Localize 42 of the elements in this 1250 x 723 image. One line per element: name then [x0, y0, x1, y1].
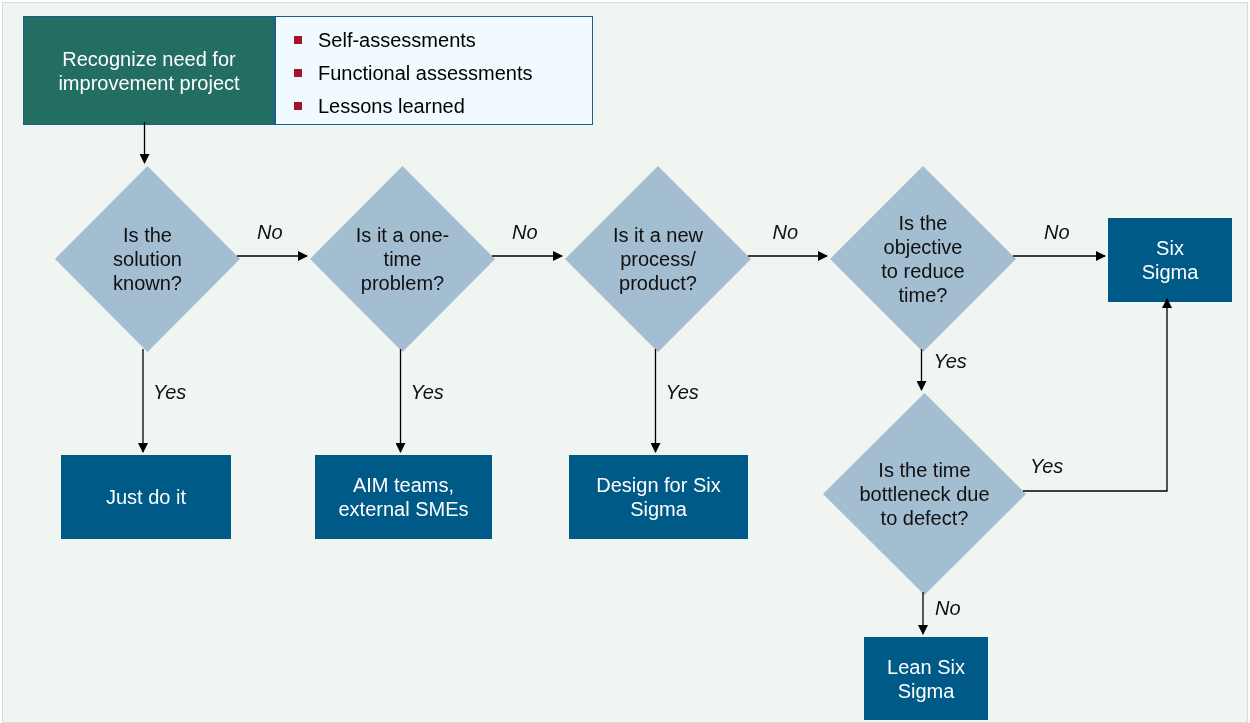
bullet-list-box — [275, 16, 593, 125]
edge-label: Yes — [153, 380, 187, 404]
process-box — [315, 455, 492, 539]
arrow — [1022, 298, 1172, 492]
box-text: AIM teams, external SMEs — [337, 473, 470, 521]
decision-text: Is the solution known? — [112, 223, 183, 295]
arrow — [650, 348, 661, 453]
edge-label: No — [772, 221, 799, 244]
edge-label: No — [257, 221, 283, 244]
process-box — [61, 455, 231, 539]
process-box — [1108, 218, 1232, 302]
decision-text: Is it a new process/ product? — [611, 223, 704, 295]
process-box — [864, 637, 988, 720]
arrow — [916, 348, 927, 391]
arrow — [138, 348, 148, 453]
edge-label: Yes — [665, 380, 699, 404]
box-text: Lean Six Sigma — [886, 654, 966, 703]
decision-text: Is the objective to reduce time? — [880, 211, 966, 307]
arrow — [236, 251, 308, 261]
arrow — [918, 591, 928, 635]
decision-text: Is the time bottleneck due to defect? — [858, 458, 991, 530]
edge-label: Yes — [1030, 455, 1064, 478]
decision-text: Is it a one-time problem? — [354, 223, 451, 295]
box-text: Design for Six Sigma — [595, 473, 722, 521]
box-text: Just do it — [105, 485, 186, 509]
bullet-text: Lessons learned — [318, 93, 465, 118]
edge-label: No — [1044, 221, 1070, 244]
arrow — [395, 348, 406, 453]
edge-label: Yes — [933, 349, 967, 373]
box-text: Recognize need for improvement project — [57, 46, 241, 95]
arrow — [139, 121, 150, 164]
bullet-text: Self-assessments — [318, 27, 476, 52]
process-box — [569, 455, 748, 539]
arrow — [1012, 251, 1106, 261]
edge-label: No — [512, 221, 538, 244]
box-text: Six Sigma — [1140, 236, 1200, 284]
start-box — [23, 16, 275, 125]
arrow — [491, 251, 563, 261]
bullet-text: Functional assessments — [318, 60, 533, 85]
edge-label: Yes — [410, 380, 444, 404]
arrow — [747, 251, 828, 261]
edge-label: No — [935, 597, 961, 620]
